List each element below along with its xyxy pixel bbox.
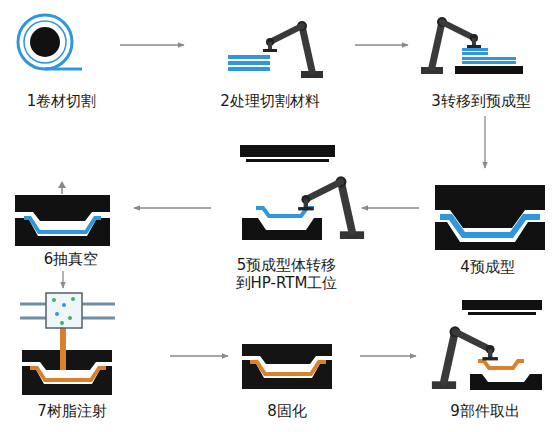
step-label: 4预成型 xyxy=(460,258,515,276)
transfer-icon-part xyxy=(462,61,516,64)
process-step: 5预成型体转移 到HP-RTM工位 xyxy=(215,140,358,292)
roll-icon-part xyxy=(24,21,66,63)
hp-rtm-transfer-icon-part xyxy=(298,176,364,239)
transfer-icon xyxy=(421,17,523,74)
demold-icon-part xyxy=(468,312,536,315)
flow-arrow xyxy=(62,271,63,288)
process-step: 3转移到预成型 xyxy=(412,8,550,110)
cut-material-icon-part xyxy=(228,55,270,59)
injection-icon-part xyxy=(60,328,66,370)
cut-material-icon-part xyxy=(228,67,270,71)
step-label: 7树脂注射 xyxy=(37,402,107,420)
preform-press-icon xyxy=(435,185,545,250)
step-label: 1卷材切割 xyxy=(27,92,97,110)
transfer-icon-part xyxy=(462,48,488,51)
injection-icon-part xyxy=(60,321,64,325)
cure-mold-icon-part xyxy=(242,344,332,389)
roll-icon-part xyxy=(30,27,60,57)
demold-icon-part xyxy=(470,374,542,390)
cut-material-icon-part xyxy=(263,21,323,78)
injection-icon-part xyxy=(46,293,82,328)
roll-icon-part xyxy=(45,68,82,71)
flow-arrow xyxy=(355,44,408,45)
hp-rtm-transfer-icon-part xyxy=(242,218,322,240)
process-step: 4预成型 xyxy=(425,172,550,276)
vacuum-mold-icon-part xyxy=(58,181,66,188)
hp-rtm-transfer-icon-part xyxy=(246,159,329,162)
process-step: 1卷材切割 xyxy=(5,8,118,110)
vacuum-mold-icon-part xyxy=(24,216,101,234)
injection-icon-part xyxy=(68,316,72,320)
cut-material-icon-part xyxy=(228,61,270,65)
demold-icon xyxy=(432,300,542,390)
roll-icon xyxy=(18,15,82,69)
hp-rtm-transfer-icon-part xyxy=(240,145,335,157)
demold-icon-part xyxy=(478,359,524,370)
process-step: 8固化 xyxy=(232,330,342,420)
flow-arrow xyxy=(120,44,184,45)
injection-icon xyxy=(20,293,115,395)
injection-icon-part xyxy=(52,298,56,302)
flow-arrow xyxy=(362,207,419,208)
process-step: 6抽真空 xyxy=(12,178,130,268)
flow-arrow xyxy=(484,116,485,168)
step-label: 6抽真空 xyxy=(44,250,99,268)
process-step: 7树脂注射 xyxy=(12,290,132,420)
step-label: 5预成型体转移 到HP-RTM工位 xyxy=(231,256,343,292)
hp-rtm-transfer-icon xyxy=(240,145,364,240)
vacuum-mold-icon xyxy=(15,181,110,246)
transfer-icon-part xyxy=(421,17,481,74)
demold-icon-part xyxy=(432,326,498,389)
flow-arrow xyxy=(360,355,416,356)
injection-icon-part xyxy=(22,350,112,395)
step-label: 2处理切割材料 xyxy=(220,92,320,110)
cure-mold-icon xyxy=(242,344,332,389)
process-step: 2处理切割材料 xyxy=(188,8,352,110)
step-label: 3转移到预成型 xyxy=(431,92,531,110)
demold-icon-part xyxy=(462,300,542,310)
preform-press-icon-part xyxy=(435,222,545,250)
step-label: 8固化 xyxy=(267,402,307,420)
cut-material-icon xyxy=(228,21,323,78)
injection-icon-part xyxy=(62,303,66,307)
step-label: 9部件取出 xyxy=(450,402,520,420)
flow-arrow xyxy=(134,207,211,208)
transfer-icon-part xyxy=(462,52,488,55)
roll-icon-part xyxy=(18,15,72,69)
process-step: 9部件取出 xyxy=(420,295,550,420)
injection-icon-part xyxy=(71,297,75,301)
flow-arrow xyxy=(170,355,228,356)
injection-icon-part xyxy=(55,312,59,316)
transfer-icon-part xyxy=(455,66,523,74)
transfer-icon-part xyxy=(462,57,516,60)
